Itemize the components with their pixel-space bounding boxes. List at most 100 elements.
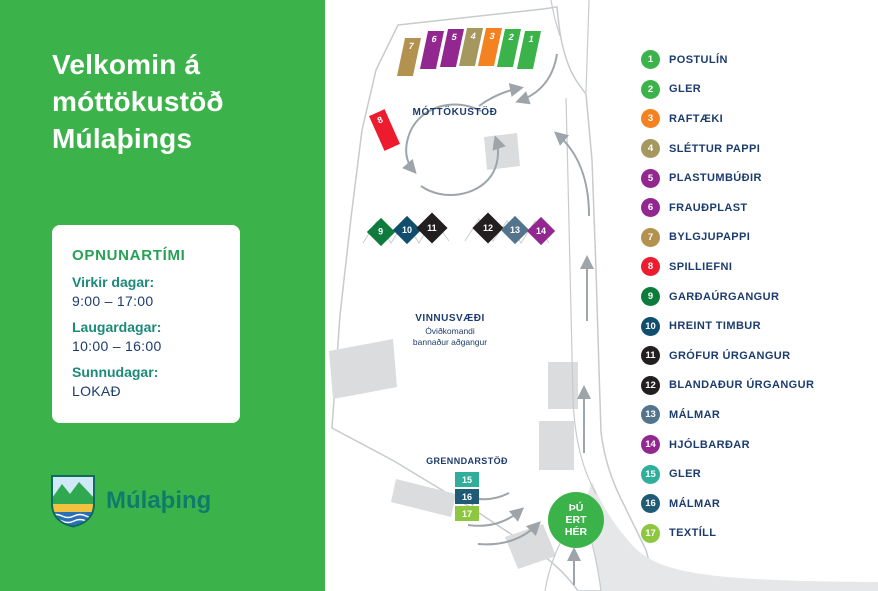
traffic-arrow (467, 507, 525, 527)
legend-label: MÁLMAR (669, 497, 721, 510)
legend-number-badge: 6 (641, 198, 660, 218)
map-marker-number: 12 (482, 222, 494, 233)
traffic-arrow (553, 131, 590, 217)
legend-item-3: 3 RAFTÆKI (641, 104, 814, 134)
legend-item-4: 4 SLÉTTUR PAPPI (641, 134, 814, 164)
map-marker-number: 13 (509, 224, 521, 235)
legend-item-16: 16 MÁLMAR (641, 489, 814, 519)
saturday-hours: 10:00 – 16:00 (72, 338, 162, 354)
you-are-here-badge: ÞÚ ERT HÉR (548, 492, 604, 548)
map-marker-14: 14 (526, 216, 556, 246)
map-marker-number: 11 (427, 222, 437, 233)
map-marker-number: 14 (535, 225, 547, 236)
left-panel: Velkomin á móttökustöð Múlaþings OPNUNAR… (0, 0, 325, 591)
traffic-arrow (477, 521, 541, 546)
legend-number-badge: 4 (641, 139, 660, 159)
mulathing-crest-icon (51, 475, 95, 528)
work-area-title: VINNUSVÆÐI (415, 313, 485, 324)
traffic-arrow (478, 83, 524, 107)
work-area-note: Óviðkomandi bannaður aðgangur (412, 326, 488, 348)
map-marker-number: 16 (461, 491, 472, 502)
map-marker-number: 15 (461, 474, 472, 485)
legend-number-badge: 11 (641, 346, 660, 366)
logo-wordmark: Múlaþing (106, 487, 212, 514)
map-marker-number: 3 (488, 31, 496, 41)
map-marker-13: 13 (500, 215, 530, 245)
map-marker-number: 2 (507, 32, 515, 42)
legend-item-6: 6 FRAUÐPLAST (641, 193, 814, 223)
building (329, 339, 397, 399)
legend-label: PLASTUMBÚÐIR (669, 172, 762, 185)
legend-number-badge: 10 (641, 316, 660, 336)
welcome-title: Velkomin á móttökustöð Múlaþings (52, 49, 224, 155)
legend-number-badge: 3 (641, 109, 660, 129)
map-marker-7: 7 (396, 38, 422, 76)
legend-item-9: 9 GARÐAÚRGANGUR (641, 282, 814, 312)
legend-label: HREINT TIMBUR (669, 320, 761, 333)
map-marker-12: 12 (472, 212, 504, 244)
legend-label: HJÓLBARÐAR (669, 438, 750, 451)
road-edge (550, 0, 561, 37)
neighborhood-station-label: GRENNDARSTÖÐ (426, 456, 508, 466)
legend-number-badge: 9 (641, 287, 660, 307)
legend-number-badge: 1 (641, 50, 660, 70)
map-marker-number: 7 (407, 41, 415, 51)
entry-arrow (515, 53, 558, 105)
legend-number-badge: 15 (641, 464, 660, 484)
map-marker-number: 6 (430, 34, 438, 44)
map-marker-16: 16 (455, 489, 479, 504)
legend-item-12: 12 BLANDAÐUR ÚRGANGUR (641, 371, 814, 401)
legend-label: MÁLMAR (669, 408, 721, 421)
building (505, 524, 556, 569)
map-marker-10: 10 (392, 215, 422, 245)
legend-label: FRAUÐPLAST (669, 201, 748, 214)
map-marker-1: 1 (516, 31, 542, 69)
legend-item-7: 7 BYLGJUPAPPI (641, 223, 814, 253)
map-marker-number: 1 (527, 34, 535, 44)
map-marker-15: 15 (455, 472, 479, 487)
legend-number-badge: 5 (641, 168, 660, 188)
map-marker-number: 4 (469, 31, 477, 41)
legend-label: GARÐAÚRGANGUR (669, 290, 780, 303)
legend-number-badge: 12 (641, 375, 660, 395)
sunday-label: Sunnudagar: (72, 364, 159, 380)
building (391, 479, 456, 517)
map-marker-number: 10 (401, 224, 413, 235)
map-marker-17: 17 (455, 506, 479, 521)
legend-number-badge: 16 (641, 494, 660, 514)
legend-item-11: 11 GRÓFUR ÚRGANGUR (641, 341, 814, 371)
map-marker-9: 9 (366, 217, 396, 247)
legend-number-badge: 7 (641, 227, 660, 247)
opening-hours-card: OPNUNARTÍMI Virkir dagar: 9:00 – 17:00 L… (52, 225, 240, 423)
legend-label: RAFTÆKI (669, 112, 724, 125)
legend-item-5: 5 PLASTUMBÚÐIR (641, 163, 814, 193)
legend-label: GLER (669, 83, 702, 96)
road-edge (585, 0, 590, 93)
legend-label: GLER (669, 468, 702, 481)
saturday-label: Laugardagar: (72, 319, 162, 335)
legend-label: BLANDAÐUR ÚRGANGUR (669, 379, 815, 392)
map-marker-number: 9 (378, 226, 384, 237)
weekdays-hours: 9:00 – 17:00 (72, 293, 154, 309)
opening-hours-heading: OPNUNARTÍMI (72, 247, 186, 264)
sunday-hours: LOKAÐ (72, 383, 121, 399)
legend-label: BYLGJUPAPPI (669, 231, 751, 244)
legend-item-13: 13 MÁLMAR (641, 400, 814, 430)
building (539, 421, 574, 470)
legend-label: TEXTÍLL (669, 527, 717, 540)
work-area-label: VINNUSVÆÐI Óviðkomandi bannaður aðgangur (379, 313, 521, 348)
weekdays-label: Virkir dagar: (72, 274, 155, 290)
map-marker-number: 5 (450, 32, 458, 42)
legend-number-badge: 8 (641, 257, 660, 277)
legend-number-badge: 13 (641, 405, 660, 425)
legend-label: GRÓFUR ÚRGANGUR (669, 349, 791, 362)
map-marker-number: 8 (375, 114, 385, 126)
legend-label: SLÉTTUR PAPPI (669, 142, 761, 155)
